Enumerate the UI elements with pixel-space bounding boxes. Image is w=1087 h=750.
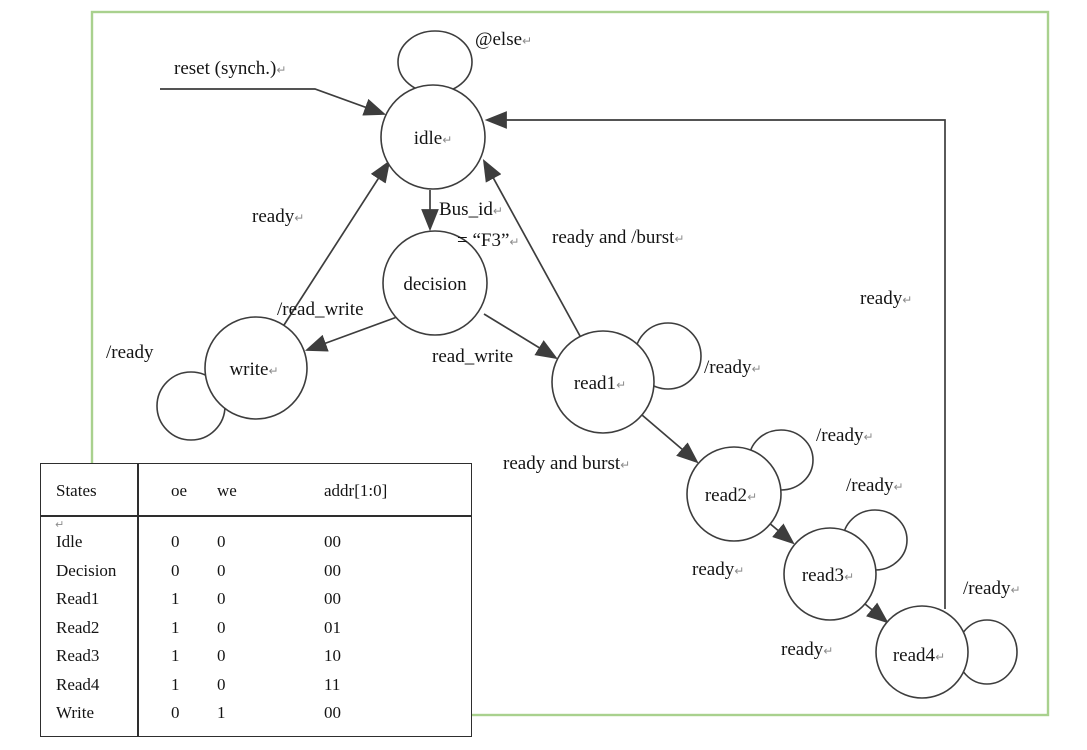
- cell-addr: 01: [324, 617, 341, 637]
- cell-state: Read4: [56, 674, 100, 694]
- state-read3-circle: [783, 527, 877, 621]
- cell-state: Idle: [56, 532, 83, 551]
- label-else-self: @else↵: [475, 29, 532, 50]
- table-row: Read3 1 0 10: [41, 642, 471, 671]
- table-row: Read4 1 0 11: [41, 671, 471, 700]
- cell-state: Read2: [56, 617, 100, 637]
- cell-state: Write: [56, 703, 95, 722]
- idle-self-loop: [397, 30, 473, 94]
- label-not-read-write: /read_write: [277, 299, 364, 320]
- cell-we: 0: [217, 646, 226, 665]
- cell-oe: 1: [171, 589, 180, 608]
- cell-we: 0: [217, 674, 226, 694]
- table-row: Decision 0 0 00: [41, 557, 471, 586]
- table-row: Read2 1 0 01: [41, 614, 471, 643]
- cell-we: 0: [217, 617, 226, 637]
- cell-addr: 11: [324, 674, 341, 694]
- cell-we: 0: [217, 589, 226, 608]
- label-bus-id-line1: Bus_id↵: [439, 199, 503, 220]
- label-bus-id-line2: = “F3”↵: [457, 230, 519, 251]
- label-not-ready-write-self: /ready: [106, 342, 154, 363]
- cell-oe: 0: [171, 560, 180, 580]
- state-idle-circle: [380, 84, 486, 190]
- state-write-label: write↵: [229, 359, 278, 380]
- cell-oe: 0: [171, 703, 180, 722]
- cell-addr: 00: [324, 589, 341, 608]
- state-output-table: States oe we addr[1:0] ↵ Idle 0 0 00 Dec…: [40, 463, 472, 737]
- transition-decision-to-write: [304, 316, 398, 352]
- cell-oe: 1: [171, 674, 180, 694]
- cell-state: Read3: [56, 646, 100, 665]
- transition-read1-to-idle: [482, 159, 581, 337]
- cell-addr: 00: [324, 532, 341, 551]
- state-read2-circle: [686, 446, 782, 542]
- transition-decision-to-read1: [483, 313, 558, 360]
- table-row: Read1 1 0 00: [41, 585, 471, 614]
- cell-state: Read1: [56, 589, 100, 608]
- transition-read2-to-read3: [767, 521, 795, 545]
- label-not-ready-read4-self: /ready↵: [963, 578, 1021, 599]
- state-read4-label: read4↵: [893, 645, 945, 666]
- state-decision-circle: [382, 230, 488, 336]
- state-read4-circle: [875, 605, 969, 699]
- state-read3-label: read3↵: [802, 565, 854, 586]
- label-ready-read3-to-read4: ready↵: [781, 639, 833, 660]
- cell-oe: 1: [171, 646, 180, 665]
- cell-addr: 10: [324, 646, 341, 665]
- table-header-row: States oe we addr[1:0]: [41, 481, 471, 503]
- header-oe: oe: [171, 481, 188, 500]
- transition-read1-to-read2: [641, 414, 699, 464]
- cell-we: 1: [217, 703, 226, 722]
- state-decision-label: decision: [403, 274, 467, 295]
- transition-reset-to-idle: [160, 88, 387, 116]
- table-row: Idle 0 0 00: [41, 528, 471, 557]
- header-we: we: [217, 481, 237, 500]
- cell-we: 0: [217, 532, 226, 551]
- transition-read4-to-idle: [484, 111, 946, 609]
- label-ready-write-to-idle: ready↵: [252, 206, 304, 227]
- table-pilcrow-mark: ↵: [55, 518, 65, 531]
- label-reset: reset (synch.)↵: [174, 58, 286, 79]
- state-idle-label: idle↵: [414, 128, 453, 149]
- label-not-ready-read1-self: /ready↵: [704, 357, 762, 378]
- label-ready-read2-to-read3: ready↵: [692, 559, 744, 580]
- label-ready-read4-to-idle: ready↵: [860, 288, 912, 309]
- label-read-write: read_write: [432, 346, 513, 367]
- label-not-ready-read2-self: /ready↵: [816, 425, 874, 446]
- table-column-divider: [137, 464, 139, 736]
- green-frame: [90, 10, 1050, 717]
- cell-addr: 00: [324, 703, 341, 722]
- cell-we: 0: [217, 560, 226, 580]
- state-write-circle: [204, 316, 308, 420]
- header-addr: addr[1:0]: [324, 481, 388, 500]
- label-ready-and-burst: ready and burst↵: [503, 453, 630, 474]
- label-ready-and-not-burst: ready and /burst↵: [552, 227, 684, 248]
- cell-state: Decision: [56, 560, 117, 580]
- header-states: States: [56, 481, 97, 500]
- table-row: Write 0 1 00: [41, 699, 471, 728]
- state-read1-circle: [551, 330, 655, 434]
- table-body: Idle 0 0 00 Decision 0 0 00 Read1 1 0 00…: [41, 528, 471, 728]
- table-header-separator: [41, 515, 471, 517]
- transition-read3-to-read4: [864, 602, 889, 624]
- cell-oe: 0: [171, 532, 180, 551]
- label-not-ready-read3-self: /ready↵: [846, 475, 904, 496]
- state-read2-label: read2↵: [705, 485, 757, 506]
- cell-oe: 1: [171, 617, 180, 637]
- transition-write-to-idle: [283, 160, 391, 326]
- cell-addr: 00: [324, 560, 341, 580]
- state-read1-label: read1↵: [574, 373, 626, 394]
